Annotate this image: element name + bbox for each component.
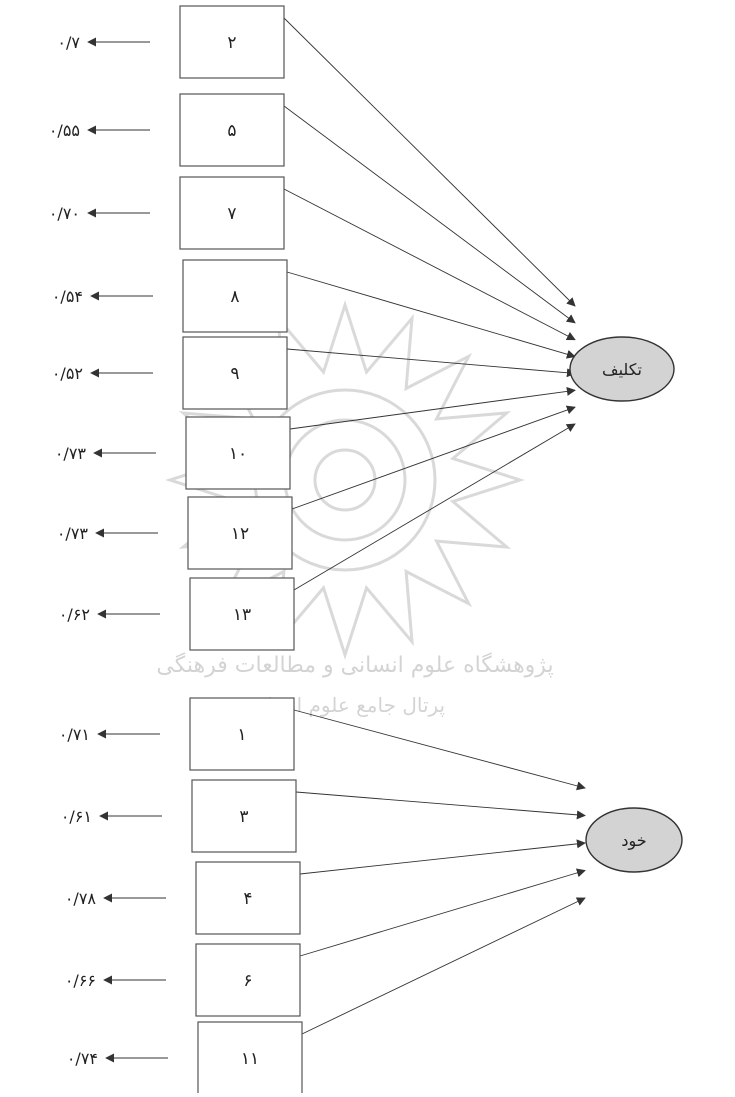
- indicator-box: [197, 1021, 303, 1095]
- indicator-label: ۹: [230, 364, 239, 384]
- loading-path: [289, 386, 576, 430]
- indicator-label: ۱۰: [229, 444, 247, 464]
- error-value: ۰/۵۴: [52, 287, 83, 306]
- error-value: ۰/۵۵: [49, 121, 80, 140]
- indicator-box: [189, 697, 295, 771]
- indicator-box: [179, 176, 285, 250]
- indicator-box: [179, 5, 285, 79]
- error-value: ۰/۵۲: [52, 364, 83, 383]
- indicator-label: ۱۱: [241, 1049, 259, 1069]
- indicator-box: [179, 93, 285, 167]
- error-value: ۰/۷۳: [55, 444, 87, 463]
- latent-factor-taklif: [569, 336, 675, 402]
- indicator-box: [187, 496, 293, 570]
- watermark-ring: [283, 418, 407, 542]
- loading-path: [301, 897, 586, 1035]
- loading-path: [299, 839, 586, 875]
- indicator-box: [182, 336, 288, 410]
- loading-path: [283, 188, 576, 341]
- factor-loading-paths: [283, 17, 586, 1035]
- loading-path: [286, 271, 576, 359]
- loading-path: [293, 709, 586, 791]
- watermark-ring: [313, 448, 377, 512]
- indicator-label: ۶: [243, 971, 252, 991]
- error-value: ۰/۷۴: [67, 1049, 98, 1068]
- loading-path: [283, 105, 576, 324]
- error-terms: ۰/۷ ۰/۵۵ ۰/۷۰ ۰/۵۴ ۰/۵۲ ۰/۷۳ ۰/۷۳ ۰/۶۲ ۰/۷۱ ۰/۶۱ ۰…: [49, 33, 168, 1068]
- indicator-label: ۱۳: [233, 605, 251, 625]
- indicator-box: [195, 861, 301, 935]
- indicator-label: ۳: [239, 807, 248, 827]
- loading-path: [286, 348, 576, 378]
- indicator-box: [185, 416, 291, 490]
- indicator-box: [189, 577, 295, 651]
- error-value: ۰/۷۱: [59, 725, 90, 744]
- latent-factor-label: تکلیف: [602, 360, 642, 379]
- error-value: ۰/۶۶: [65, 971, 96, 990]
- error-value: ۰/۷۰: [49, 204, 80, 223]
- loading-path: [293, 423, 576, 591]
- indicator-label: ۸: [230, 287, 239, 307]
- loading-path: [291, 405, 576, 510]
- indicator-label: ۷: [227, 204, 236, 224]
- latent-factor-label: خود: [621, 831, 646, 851]
- loading-path: [283, 17, 576, 307]
- loading-path: [299, 868, 586, 957]
- indicator-label: ۵: [227, 121, 236, 141]
- error-value: ۰/۷۸: [65, 889, 97, 908]
- indicator-label: ۴: [243, 889, 252, 909]
- indicator-box: [195, 943, 301, 1017]
- indicator-label: ۲: [227, 33, 236, 53]
- error-value: ۰/۶۲: [59, 605, 90, 624]
- indicator-box: [182, 259, 288, 333]
- latent-factor-khod: [585, 807, 683, 873]
- error-value: ۰/۷: [57, 33, 80, 52]
- indicator-box: [191, 779, 297, 853]
- watermark-text: پژوهشگاه علوم انسانی و مطالعات فرهنگی: [156, 652, 553, 678]
- loading-path: [295, 791, 586, 820]
- latent-factors: تکلیف خود: [569, 336, 683, 873]
- indicator-label: ۱: [237, 725, 246, 745]
- error-value: ۰/۷۳: [57, 524, 89, 543]
- error-value: ۰/۶۱: [61, 807, 92, 826]
- indicator-label: ۱۲: [231, 524, 249, 544]
